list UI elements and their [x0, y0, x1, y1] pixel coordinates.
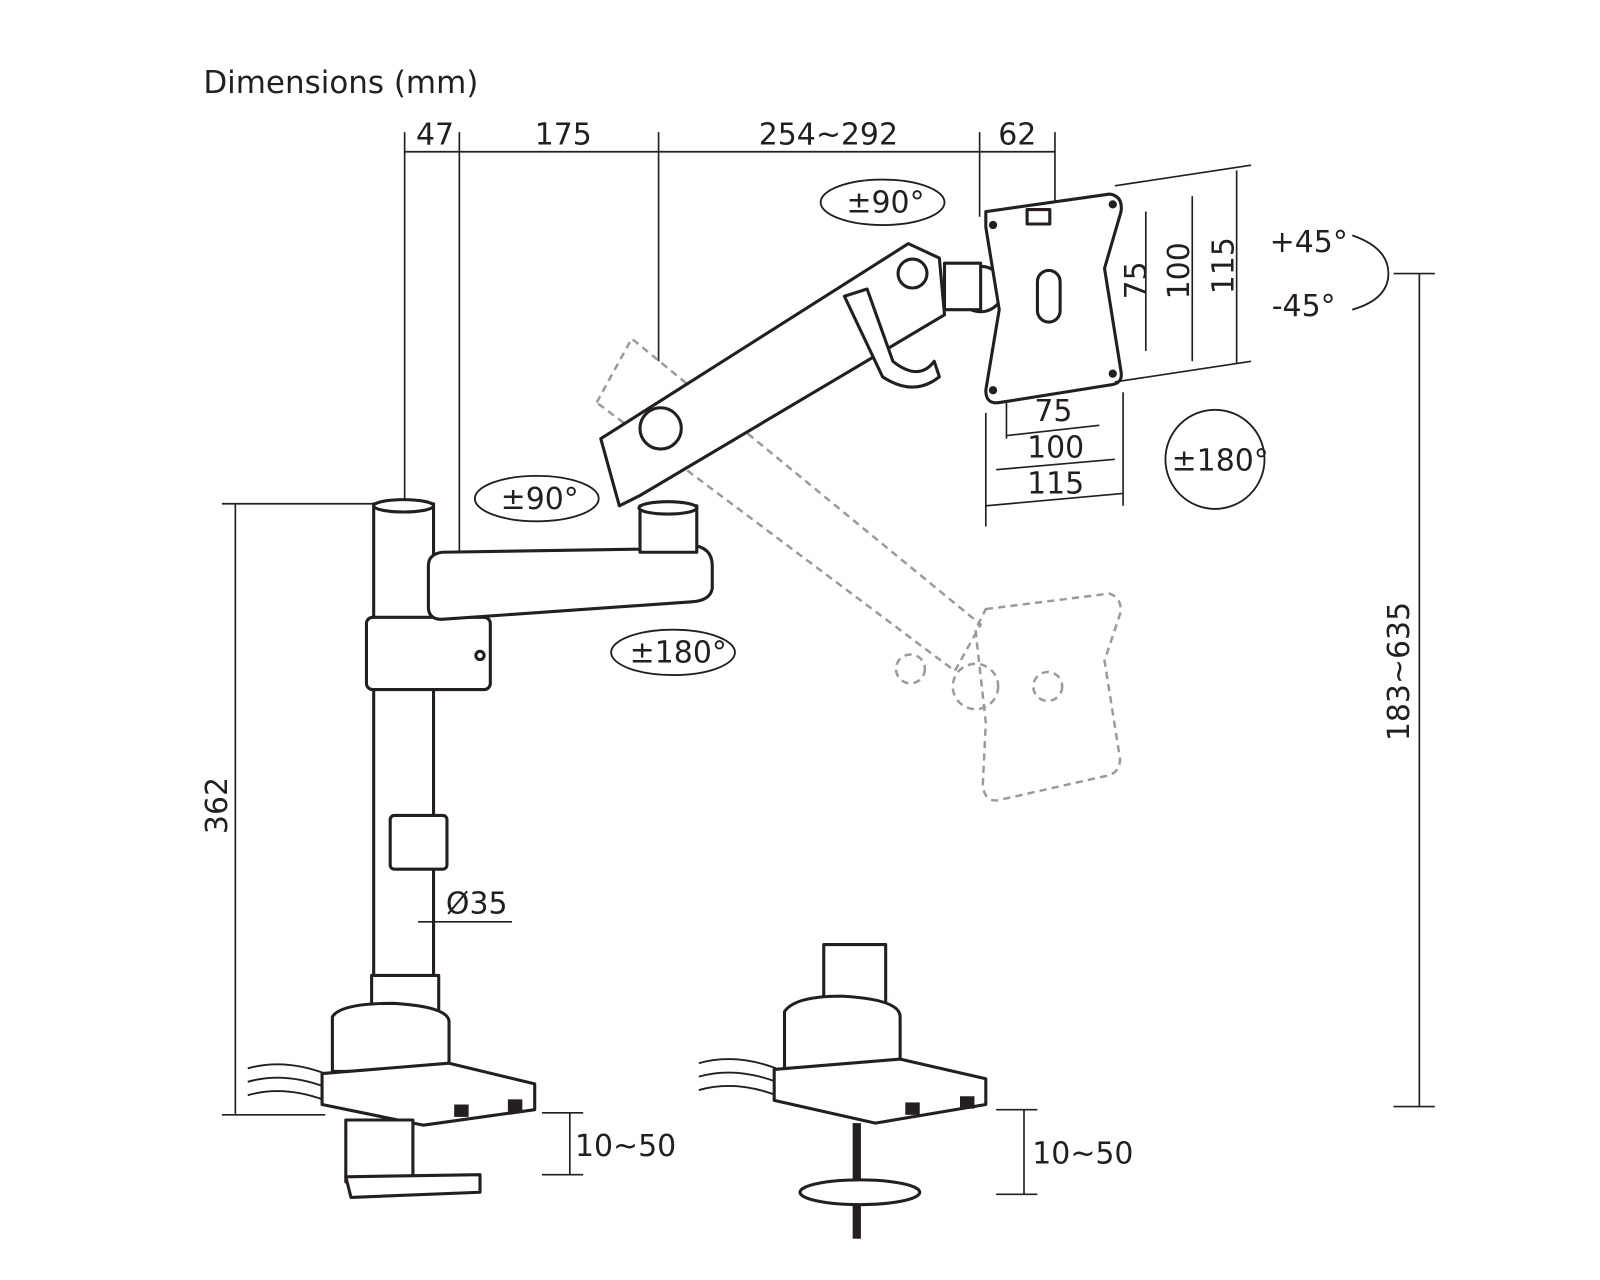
vesa-h-75: 75 — [1034, 394, 1072, 429]
pole-diameter: Ø35 — [446, 887, 508, 922]
vesa-dimension-lines — [984, 164, 1252, 527]
vesa-plate — [984, 192, 1123, 405]
ghost-arm-position — [595, 336, 1122, 802]
clamp-range-left: 10~50 — [575, 1129, 676, 1164]
upper-arm — [599, 242, 1005, 508]
diagram-title: Dimensions (mm) — [203, 65, 478, 101]
vesa-v-100: 100 — [1162, 242, 1197, 299]
lower-arm — [426, 500, 714, 621]
rotation-arm: ±180° — [630, 636, 727, 671]
clamp-range-right: 10~50 — [1032, 1136, 1133, 1171]
vesa-v-115: 115 — [1207, 237, 1242, 294]
vesa-v-75: 75 — [1119, 261, 1154, 299]
dim-62: 62 — [998, 118, 1036, 153]
pole — [364, 498, 492, 981]
rotation-arrows — [473, 178, 1390, 677]
base-grommet-right — [698, 942, 988, 1239]
pole-height-line — [221, 502, 374, 1116]
tilt-plus: +45° — [1270, 225, 1348, 260]
base-clamp-left — [247, 973, 537, 1199]
vesa-h-100: 100 — [1027, 430, 1084, 465]
height-range: 183~635 — [1382, 602, 1417, 741]
height-range-line — [1393, 272, 1435, 1108]
clamp-range-left-line — [541, 1111, 584, 1176]
clamp-range-right-line — [996, 1108, 1038, 1196]
rotation-swivel-lower: ±90° — [501, 482, 579, 517]
rotation-plate: ±180° — [1172, 444, 1269, 479]
pole-height: 362 — [200, 777, 235, 834]
dim-175: 175 — [535, 118, 592, 153]
dim-47: 47 — [416, 118, 454, 153]
top-dimension-lines — [403, 132, 1056, 553]
vesa-h-115: 115 — [1027, 466, 1084, 501]
rotation-tilt-upper: ±90° — [846, 186, 924, 221]
tilt-minus: -45° — [1272, 289, 1336, 324]
dim-254-292: 254~292 — [759, 118, 898, 153]
